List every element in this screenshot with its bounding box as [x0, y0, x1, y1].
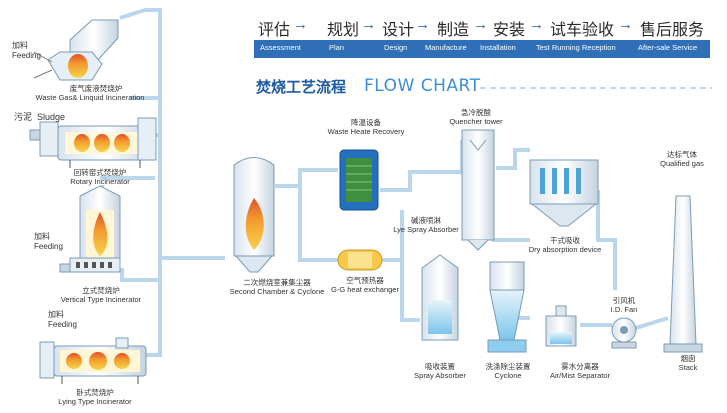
air-mist-separator — [545, 305, 577, 347]
process-en-bar: Assessment Plan Design Manufacture Insta… — [254, 40, 710, 58]
step-arrow: → — [473, 16, 488, 33]
step-test-running: 试车验收 — [550, 20, 615, 39]
gg-heat-exchanger — [337, 249, 383, 271]
rotary-incinerator — [29, 117, 157, 168]
quencher-tower — [461, 129, 495, 251]
step-plan: 规划 — [327, 20, 360, 39]
waste-gas-label: 废气废液焚烧炉 — [69, 84, 123, 93]
step-arrow: → — [618, 16, 633, 33]
en-installation: Installation — [480, 43, 516, 52]
step-installation: 安装 — [493, 20, 526, 39]
en-after-sale: After-sale Service — [638, 43, 698, 52]
flow-title-en: FLOW CHART — [364, 76, 481, 96]
en-design: Design — [384, 43, 408, 52]
step-arrow: → — [529, 16, 544, 33]
waste-gas-label-en: Waste Gas& Linquid Incineration — [35, 93, 145, 102]
step-assessment: 评估 — [258, 20, 291, 39]
waste-gas-incinerator — [33, 19, 119, 81]
en-assessment: Assessment — [260, 43, 301, 52]
step-arrow: → — [293, 16, 308, 33]
waste-heat-recovery — [339, 149, 379, 211]
step-after-sale: 售后服务 — [640, 20, 705, 39]
step-manufacture: 制造 — [437, 20, 470, 39]
spray-absorber — [421, 254, 459, 341]
step-arrow: → — [361, 16, 376, 33]
dry-absorption-device — [529, 159, 599, 227]
id-fan — [611, 317, 637, 349]
step-arrow: → — [415, 16, 430, 33]
second-chamber — [233, 157, 275, 273]
vertical-incinerator — [59, 185, 121, 273]
stack — [663, 195, 703, 353]
sludge-label: 污泥 Sludge — [14, 112, 66, 122]
cyclone-washer — [487, 261, 527, 353]
en-test-running: Test Running Reception — [536, 43, 616, 52]
step-design: 设计 — [382, 20, 415, 39]
lying-incinerator — [39, 337, 147, 384]
en-manufacture: Manufacture — [425, 43, 467, 52]
flow-title-cn: 焚烧工艺流程 — [256, 78, 347, 96]
en-plan: Plan — [329, 43, 345, 52]
